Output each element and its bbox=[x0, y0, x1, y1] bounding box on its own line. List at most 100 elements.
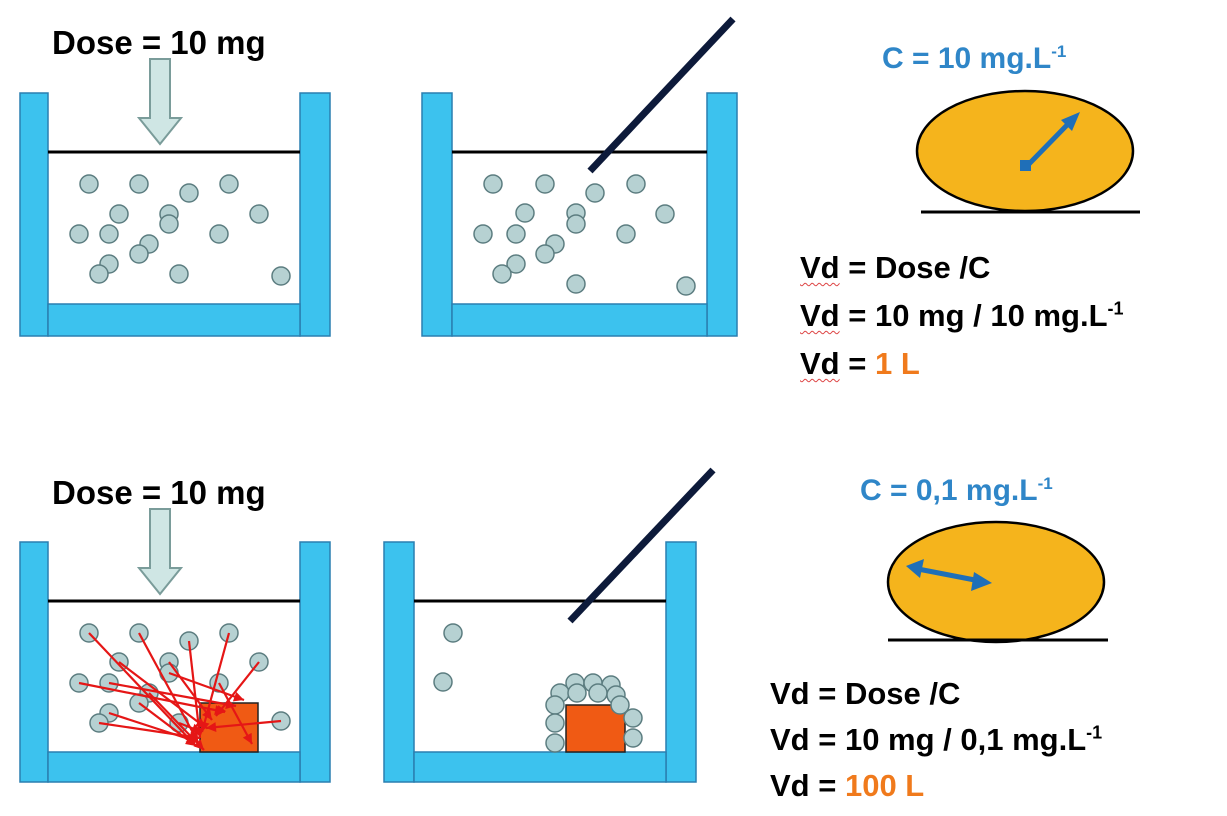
equation-exponent: -1 bbox=[1086, 722, 1103, 743]
tank-right-wall bbox=[299, 92, 331, 337]
drug-particle bbox=[506, 224, 526, 244]
binding-arrow bbox=[108, 681, 237, 708]
drug-particle bbox=[610, 695, 630, 715]
binding-arrow bbox=[108, 711, 199, 744]
binding-arrowhead bbox=[232, 691, 244, 702]
equation-text: = bbox=[809, 768, 845, 803]
drug-particle bbox=[623, 728, 643, 748]
tank-right-wall bbox=[299, 541, 331, 783]
drug-particle bbox=[545, 713, 565, 733]
binding-arrowhead bbox=[202, 708, 212, 720]
binding-arrow bbox=[118, 661, 207, 729]
particles bbox=[433, 623, 463, 692]
drug-particle bbox=[567, 683, 587, 703]
double-arrow-icon bbox=[1020, 112, 1080, 171]
tank-left-wall bbox=[421, 92, 453, 337]
drug-particle bbox=[545, 695, 565, 715]
tank-bottom bbox=[47, 303, 301, 337]
sample-ellipse bbox=[886, 520, 1106, 644]
drug-particle bbox=[566, 214, 586, 234]
drug-particle bbox=[655, 204, 675, 224]
tank-bottom bbox=[47, 751, 301, 783]
tank-bottom bbox=[451, 303, 708, 337]
binding-arrowhead bbox=[242, 732, 252, 744]
drug-particle bbox=[129, 244, 149, 264]
drug-particle bbox=[89, 264, 109, 284]
binding-arrow bbox=[98, 721, 201, 740]
sample-ellipse bbox=[915, 89, 1135, 213]
drug-particle bbox=[515, 203, 535, 223]
drug-particle bbox=[483, 174, 503, 194]
result-value: 1 L bbox=[874, 346, 920, 381]
drug-particle bbox=[473, 224, 493, 244]
vd-symbol: Vd bbox=[800, 298, 840, 333]
drug-particle bbox=[506, 254, 526, 274]
equation-exponent: -1 bbox=[1107, 298, 1124, 319]
drug-particle bbox=[169, 264, 189, 284]
equation-line-1: Vd = Dose /C bbox=[770, 676, 960, 712]
top-tank-equilibrium bbox=[421, 16, 738, 337]
drug-particle bbox=[79, 174, 99, 194]
vd-symbol: Vd bbox=[770, 768, 810, 803]
equation-line-1: Vd = Dose /C bbox=[800, 250, 990, 286]
tank-right-wall bbox=[706, 92, 738, 337]
drug-particle bbox=[492, 264, 512, 284]
equation-text: = Dose /C bbox=[809, 676, 961, 711]
binding-arrowhead bbox=[189, 731, 200, 742]
down-arrow-icon bbox=[136, 508, 184, 596]
binding-arrow bbox=[138, 632, 199, 743]
tank-left-wall bbox=[19, 92, 49, 337]
binding-arrow bbox=[205, 719, 282, 730]
drug-particle bbox=[676, 276, 696, 296]
binding-arrowhead bbox=[206, 722, 217, 733]
equation-text: = Dose /C bbox=[839, 250, 991, 285]
down-arrow-icon bbox=[136, 58, 184, 146]
drug-particle bbox=[566, 274, 586, 294]
bottom-tank-dosing bbox=[19, 508, 331, 783]
drug-particle bbox=[433, 672, 453, 692]
binding-arrows bbox=[78, 632, 282, 751]
equation-line-3: Vd = 1 L bbox=[800, 346, 920, 382]
binding-arrow bbox=[168, 671, 245, 702]
equation-line-3: Vd = 100 L bbox=[770, 768, 924, 804]
drug-particle bbox=[249, 204, 269, 224]
dose-label: Dose = 10 mg bbox=[52, 24, 266, 61]
bottom-tank-equilibrium bbox=[383, 467, 716, 783]
concentration-label: C = 0,1 mg.L-1 bbox=[860, 474, 1053, 508]
drug-particle bbox=[99, 224, 119, 244]
vd-symbol: Vd bbox=[800, 346, 840, 381]
binding-arrow bbox=[215, 661, 260, 717]
drug-particle bbox=[271, 266, 291, 286]
drug-particle bbox=[219, 174, 239, 194]
drug-particle bbox=[179, 183, 199, 203]
concentration-exponent: -1 bbox=[1051, 42, 1067, 61]
top-tank-dosing bbox=[19, 58, 331, 337]
binding-arrowhead bbox=[214, 705, 225, 715]
drug-particle bbox=[535, 244, 555, 264]
drug-particle bbox=[159, 214, 179, 234]
concentration-text: C = 0,1 mg.L bbox=[860, 474, 1038, 507]
tank-left-wall bbox=[383, 541, 415, 783]
concentration-text: C = 10 mg.L bbox=[882, 42, 1052, 75]
drug-particle bbox=[69, 224, 89, 244]
dipstick bbox=[587, 16, 736, 174]
particles bbox=[473, 174, 696, 296]
particles bbox=[69, 174, 291, 286]
drug-particle bbox=[129, 174, 149, 194]
binding-arrowhead bbox=[193, 739, 204, 750]
equation-text: = 10 mg / 10 mg.L bbox=[839, 298, 1108, 333]
concentration-exponent: -1 bbox=[1037, 474, 1053, 493]
drug-particle bbox=[623, 708, 643, 728]
drug-particle bbox=[616, 224, 636, 244]
drug-particle bbox=[545, 733, 565, 753]
tank-bottom bbox=[413, 751, 667, 783]
bound-particles bbox=[545, 673, 643, 753]
equation-line-2: Vd = 10 mg / 10 mg.L-1 bbox=[800, 298, 1124, 334]
binding-arrow bbox=[218, 682, 253, 745]
top-measurement bbox=[915, 89, 1140, 214]
vd-symbol: Vd bbox=[770, 676, 810, 711]
drug-particle bbox=[626, 174, 646, 194]
concentration-label: C = 10 mg.L-1 bbox=[882, 42, 1066, 76]
drug-particle bbox=[109, 204, 129, 224]
